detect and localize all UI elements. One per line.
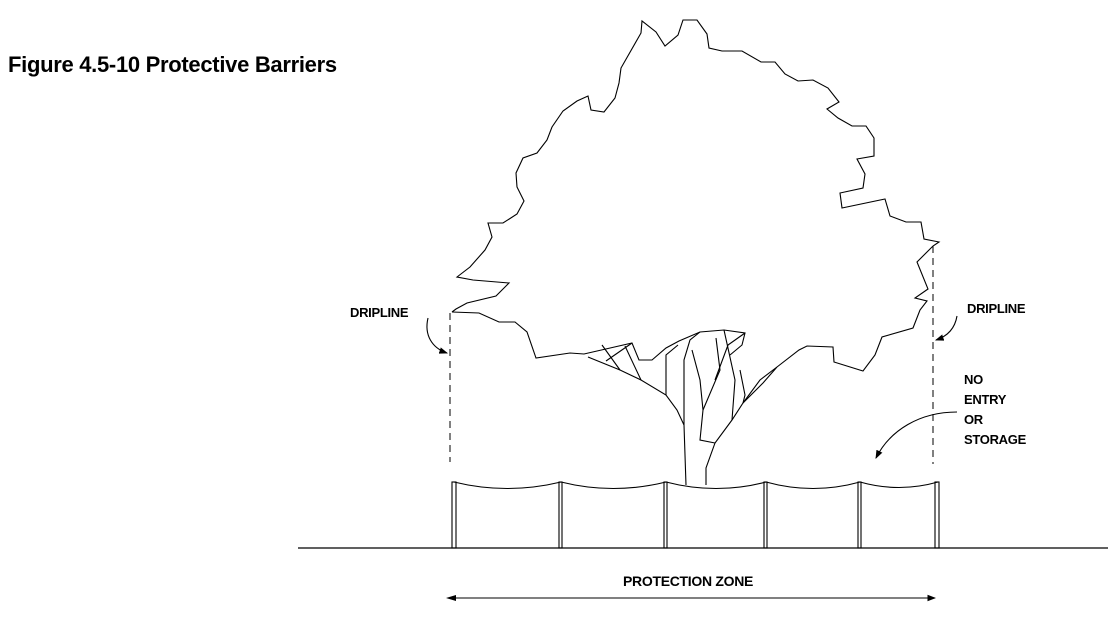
tree-trunk-right [705,366,778,485]
dripline-right-label: DRIPLINE [967,301,1026,316]
protective-barrier-fence [451,481,940,549]
tree-branches [601,329,778,444]
tree-trunk-left [587,356,687,486]
no-entry-line: ENTRY [964,392,1007,407]
dripline-left-arrow [426,317,449,354]
dripline-left-label: DRIPLINE [350,305,409,320]
no-entry-line: OR [964,412,983,427]
dripline-right-arrow [934,315,958,341]
protection-zone-label: PROTECTION ZONE [623,573,754,589]
no-entry-line: NO [964,372,983,387]
figure-title: Figure 4.5-10 Protective Barriers [8,52,337,77]
tree-canopy [451,19,941,372]
no-entry-label: NO ENTRY OR STORAGE [964,370,1026,450]
tree-canopy-bottom [451,311,746,361]
no-entry-line: STORAGE [964,432,1026,447]
no-entry-arrow [875,411,958,459]
protection-zone-arrow-left-head [446,595,456,601]
